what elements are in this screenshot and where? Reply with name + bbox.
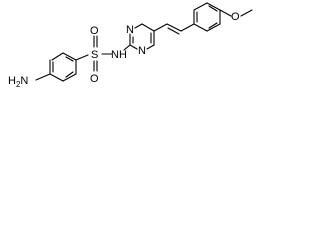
sulfonamide-nh-label: NH: [111, 49, 127, 61]
bond-nh-to-pyrimidine: [123, 44, 131, 51]
sulfur-label: S: [91, 49, 98, 61]
pyrimidine-ring: [129, 23, 155, 50]
bond-ring-to-methoxy: [219, 9, 232, 17]
bond-methoxy-methyl: [240, 9, 253, 17]
bond-ring-to-sulfur: [75, 54, 89, 61]
amine-label: H2N: [8, 75, 28, 89]
oxygen-top-label: O: [90, 25, 99, 37]
methoxyphenyl-ring: [193, 2, 221, 32]
pyrimidine-n-upper-label: N: [126, 24, 134, 36]
methoxy-oxygen-label: O: [231, 11, 240, 23]
bond-ring-to-amine: [35, 73, 51, 81]
aniline-ring: [49, 52, 77, 82]
chemical-structure: H2N S O O NH N N O: [8, 2, 253, 89]
pyrimidine-n-lower-label: N: [138, 45, 146, 57]
oxygen-bottom-label: O: [90, 73, 99, 85]
vinyl-linker: [153, 23, 195, 35]
